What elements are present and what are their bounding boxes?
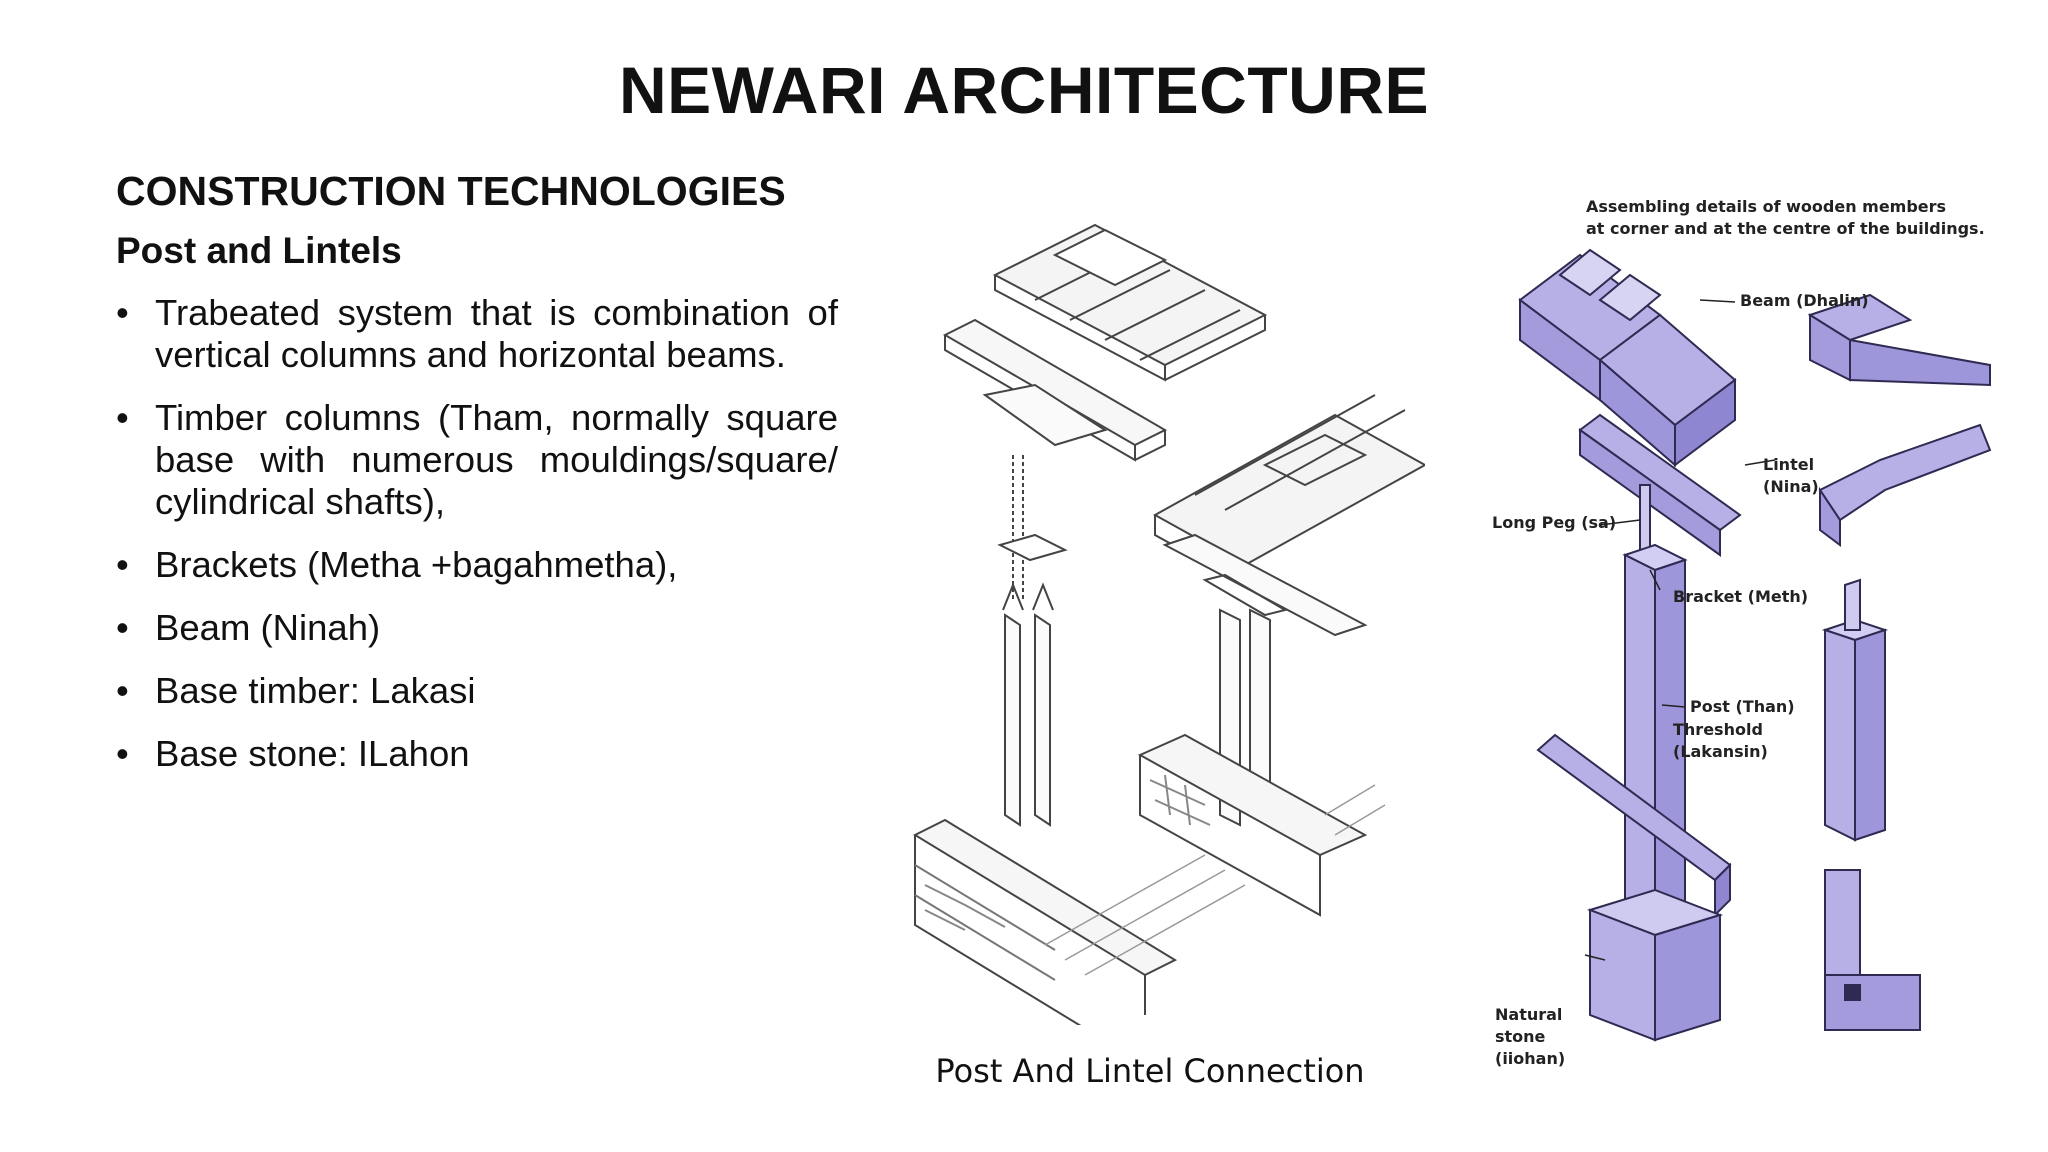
bullet-item: Timber columns (Tham, normally square ba… [116, 397, 838, 523]
figure-caption: Post And Lintel Connection [935, 1052, 1365, 1090]
label-threshold: Threshold [1673, 720, 1763, 739]
slide-title: NEWARI ARCHITECTURE [618, 53, 1430, 127]
label-stone: Natural [1495, 1005, 1562, 1024]
post-lintel-drawing [912, 223, 1425, 1025]
label-stone-2: stone [1495, 1027, 1546, 1046]
label-lintel-sub: (Nina) [1763, 477, 1819, 496]
assembling-details-figure: Assembling details of wooden members at … [1492, 197, 1992, 1068]
bullet-list: Trabeated system that is combination of … [116, 292, 838, 796]
bullet-item: Brackets (Metha +bagahmetha), [116, 544, 838, 586]
label-long-peg: Long Peg (sa) [1492, 513, 1616, 532]
label-stone-3: (iiohan) [1495, 1049, 1565, 1068]
label-bracket: Bracket (Meth) [1673, 587, 1808, 606]
bullet-item: Base stone: ILahon [116, 733, 838, 775]
bullet-item: Base timber: Lakasi [116, 670, 838, 712]
label-beam: Beam (Dhalin) [1740, 291, 1869, 310]
label-post: Post (Than) [1690, 697, 1795, 716]
figure-header-line1: Assembling details of wooden members [1586, 197, 1946, 216]
subsection-heading: Post and Lintels [116, 230, 402, 271]
bullet-item: Beam (Ninah) [116, 607, 838, 649]
section-heading: CONSTRUCTION TECHNOLOGIES [116, 168, 786, 214]
figure-header-line2: at corner and at the centre of the build… [1586, 219, 1985, 238]
label-threshold-sub: (Lakansin) [1673, 742, 1768, 761]
bullet-item: Trabeated system that is combination of … [116, 292, 838, 376]
label-lintel: Lintel [1763, 455, 1814, 474]
